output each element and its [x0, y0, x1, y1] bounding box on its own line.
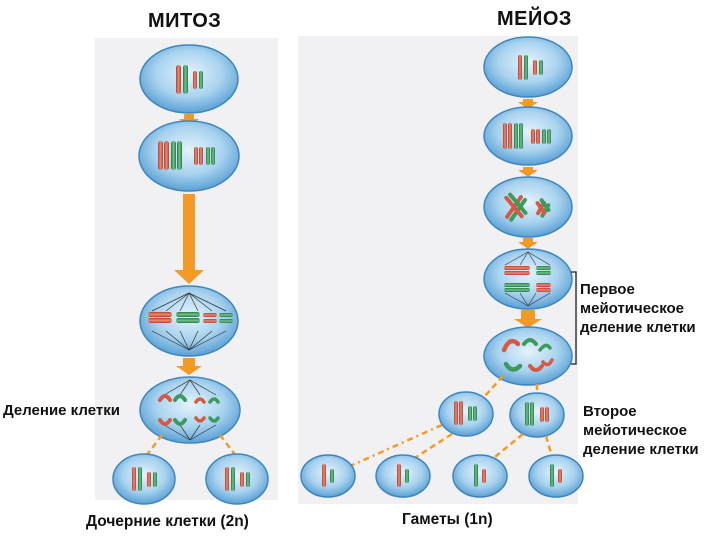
meiosis-cell-1	[483, 36, 573, 98]
first-division-line-1: Первое	[580, 281, 635, 298]
daughter-cells-label: Дочерние клетки (2n)	[86, 513, 249, 530]
meiosis-cell-secondary-left	[438, 391, 494, 437]
first-division-bracket	[571, 271, 577, 365]
meiosis-arrow-3	[518, 238, 538, 249]
gamete-link-3	[489, 433, 524, 462]
gamete-1	[300, 454, 356, 498]
mitosis-title: МИТОЗ	[148, 10, 222, 32]
first-division-line-3: деление клетки	[580, 319, 696, 336]
gamete-link-2	[409, 432, 453, 463]
meiosis-title: МЕЙОЗ	[497, 8, 572, 30]
second-division-line-3: деление клетки	[583, 441, 699, 458]
second-division-line-1: Второе	[583, 403, 637, 420]
second-division-line-2: мейотическое	[583, 422, 688, 439]
mitosis-link-left	[145, 434, 163, 457]
mitosis-cell-replicated	[138, 120, 240, 192]
meiosis-cell-4-metaphase	[483, 248, 573, 310]
meiosis-arrow-4	[514, 310, 542, 328]
gamete-4	[528, 454, 584, 498]
gamete-3	[452, 454, 508, 498]
meiosis-cell-secondary-right	[509, 392, 565, 438]
mitosis-cell-anaphase	[139, 376, 241, 444]
mitosis-daughter-cell-right	[205, 453, 269, 505]
mitosis-link-right	[219, 434, 237, 457]
meiosis-arrow-2	[518, 167, 538, 177]
meiosis-cell-5-anaphase	[483, 326, 573, 386]
second-division-label: Второе мейотическое деление клетки	[583, 402, 699, 459]
mitosis-daughter-cell-left	[112, 453, 176, 505]
gametes-label: Гаметы (1n)	[402, 511, 493, 528]
meiosis-cell-2	[483, 106, 573, 166]
gamete-2	[375, 454, 431, 498]
first-division-line-2: мейотическое	[580, 300, 685, 317]
meiosis-arrow-1	[518, 99, 538, 109]
meiosis-link-left	[484, 375, 504, 397]
mitosis-arrow-long	[174, 194, 204, 284]
mitosis-cell-metaphase	[139, 285, 239, 357]
mitosis-cell-interphase	[139, 44, 239, 114]
first-division-label: Первое мейотическое деление клетки	[580, 280, 696, 337]
mitosis-division-label: Деление клетки	[3, 402, 120, 419]
mitosis-arrow-2	[176, 358, 202, 375]
gamete-link-1	[347, 423, 443, 469]
meiosis-cell-3-synapsis	[483, 176, 573, 238]
